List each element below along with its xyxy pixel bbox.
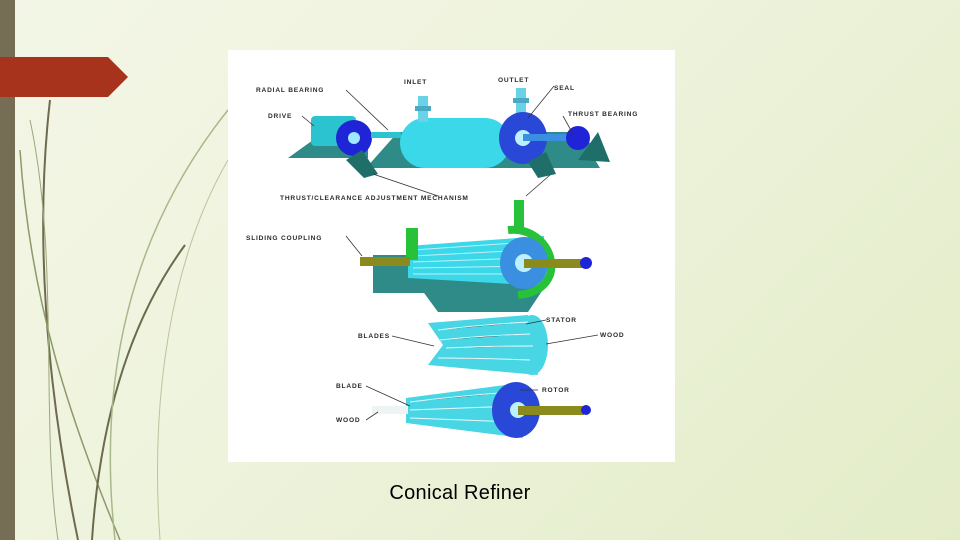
refiner-illustration: RADIAL BEARING INLET OUTLET SEAL DRIVE T… [246,77,638,438]
label-seal: SEAL [554,85,575,92]
coupling-assembly [360,200,592,312]
label-wood-rotor: WOOD [336,417,360,424]
rotor-assembly [372,382,591,438]
conical-refiner-diagram: RADIAL BEARING INLET OUTLET SEAL DRIVE T… [228,50,675,462]
label-blades: BLADES [358,333,390,340]
label-sliding-coupling: SLIDING COUPLING [246,235,322,242]
label-blade: BLADE [336,383,363,390]
title-accent-tab [0,57,128,97]
label-thrust-bearing: THRUST BEARING [568,111,638,118]
label-thrust-clearance: THRUST/CLEARANCE ADJUSTMENT MECHANISM [280,195,469,202]
label-drive: DRIVE [268,113,292,120]
stator-assembly [428,315,548,375]
label-wood-stator: WOOD [600,332,624,339]
label-rotor: ROTOR [542,387,570,394]
decorative-swooshes [19,99,229,540]
label-inlet: INLET [404,79,427,86]
sidebar-bar [0,0,15,540]
label-radial-bearing: RADIAL BEARING [256,87,324,94]
refiner-assembly [288,88,610,178]
label-outlet: OUTLET [498,77,529,84]
figure-caption: Conical Refiner [389,482,531,504]
label-stator: STATOR [546,317,577,324]
